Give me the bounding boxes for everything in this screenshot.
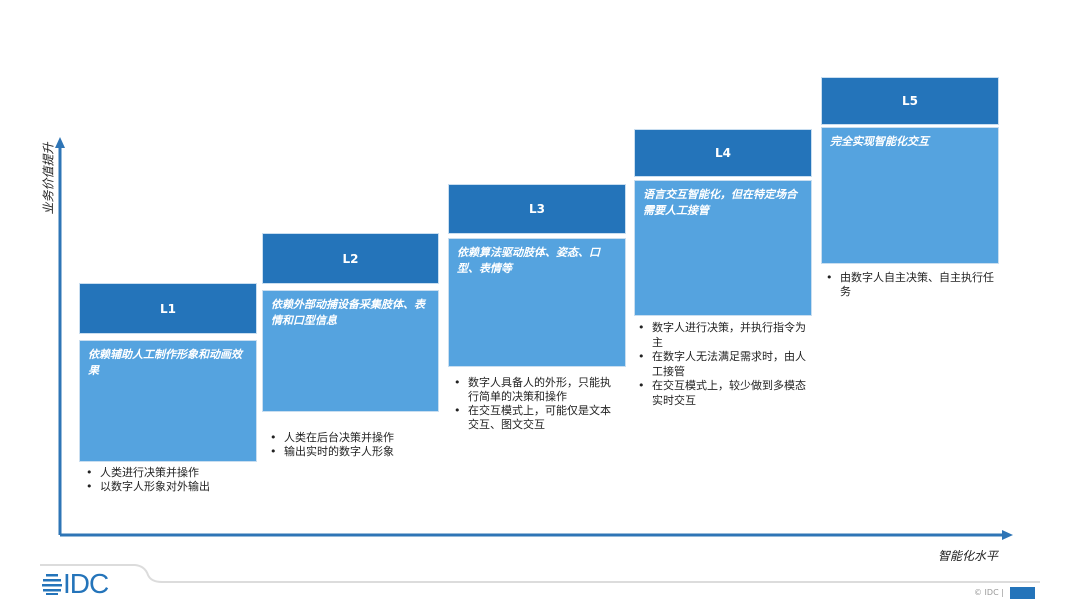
level-4-desc: 语言交互智能化，但在特定场合需要人工接管 [635,181,811,315]
idc-logo: IDC [42,568,109,599]
list-item: 数字人具备人的外形，只能执行简单的决策和操作 [450,376,620,404]
level-1-desc: 依赖辅助人工制作形象和动画效果 [80,341,256,461]
footer-square [1010,587,1035,599]
level-3-bullets: 数字人具备人的外形，只能执行简单的决策和操作 在交互模式上，可能仅是文本交互、图… [450,376,620,432]
copyright: © IDC | [974,588,1004,597]
y-axis-arrow-icon [55,137,65,148]
idc-logo-globe-icon [42,574,62,595]
level-2-desc: 依赖外部动捕设备采集肢体、表情和口型信息 [263,291,438,411]
level-5-desc: 完全实现智能化交互 [822,128,998,263]
y-axis-label: 业务价值提升 [41,142,56,215]
list-item: 数字人进行决策，并执行指令为主 [634,321,810,350]
level-1-bullets: 人类进行决策并操作 以数字人形象对外输出 [82,466,258,494]
x-axis-label: 智能化水平 [938,549,999,563]
level-3-desc: 依赖算法驱动肢体、姿态、口型、表情等 [449,239,625,366]
list-item: 输出实时的数字人形象 [266,445,442,459]
level-1-header: L1 [80,284,256,333]
list-item: 在数字人无法满足需求时，由人工接管 [634,350,810,379]
level-4-bullets: 数字人进行决策，并执行指令为主 在数字人无法满足需求时，由人工接管 在交互模式上… [634,321,810,408]
level-5-header: L5 [822,78,998,124]
list-item: 在交互模式上，可能仅是文本交互、图文交互 [450,404,620,432]
list-item: 人类进行决策并操作 [82,466,258,480]
list-item: 在交互模式上，较少做到多模态实时交互 [634,379,810,408]
list-item: 人类在后台决策并操作 [266,431,442,445]
level-2-bullets: 人类在后台决策并操作 输出实时的数字人形象 [266,431,442,459]
level-2-header: L2 [263,234,438,283]
level-3-header: L3 [449,185,625,233]
footer-divider [40,564,1040,583]
x-axis-arrow-icon [1002,530,1013,540]
level-5-bullets: 由数字人自主决策、自主执行任务 [822,271,998,299]
list-item: 以数字人形象对外输出 [82,480,258,494]
level-4-header: L4 [635,130,811,176]
list-item: 由数字人自主决策、自主执行任务 [822,271,998,299]
